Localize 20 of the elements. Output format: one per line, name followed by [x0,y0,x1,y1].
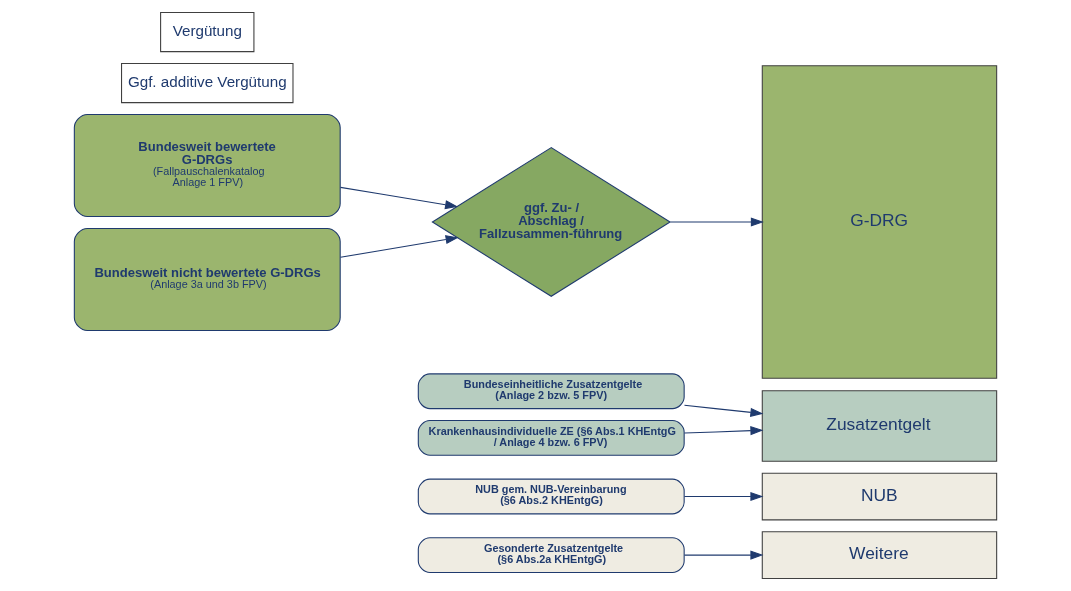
arrow [683,491,764,502]
arrow [683,404,764,417]
arrow [339,235,459,258]
arrow [339,186,459,210]
label: Vergütung [172,22,242,40]
arrow [669,217,764,227]
node-box: Weitere [761,531,998,579]
node-box: Krankenhausindividuelle ZE (§6 Abs.1 KHEntgG / Anlage 4 bzw. 6 FPV) [417,420,685,456]
node-box: Zusatzentgelt [761,390,998,462]
node-box: NUB [761,472,998,521]
node-box: Bundesweit bewertete G-DRGs (Fallpauschalenkatalog Anlage 1 FPV) [73,114,341,218]
arrow [683,550,764,560]
node-box: Bundeseinheitliche Zusatzentgelte (Anlage 2 bzw. 5 FPV) [417,373,685,410]
node-box: Bundesweit nicht bewertete G-DRGs (Anlage 3a und 3b FPV) [73,227,341,332]
node-diamond: ggf. Zu- / Abschlag / Fallzusammen-führung [431,147,672,297]
arrow [683,426,764,436]
label: Ggf. additive Vergütung [127,73,287,91]
node-box: G-DRG [761,65,998,379]
node-box: NUB gem. NUB-Vereinbarung (§6 Abs.2 KHEntgG) [417,478,685,515]
node-box: Gesonderte Zusatzentgelte (§6 Abs.2a KHEntgG) [417,537,685,573]
